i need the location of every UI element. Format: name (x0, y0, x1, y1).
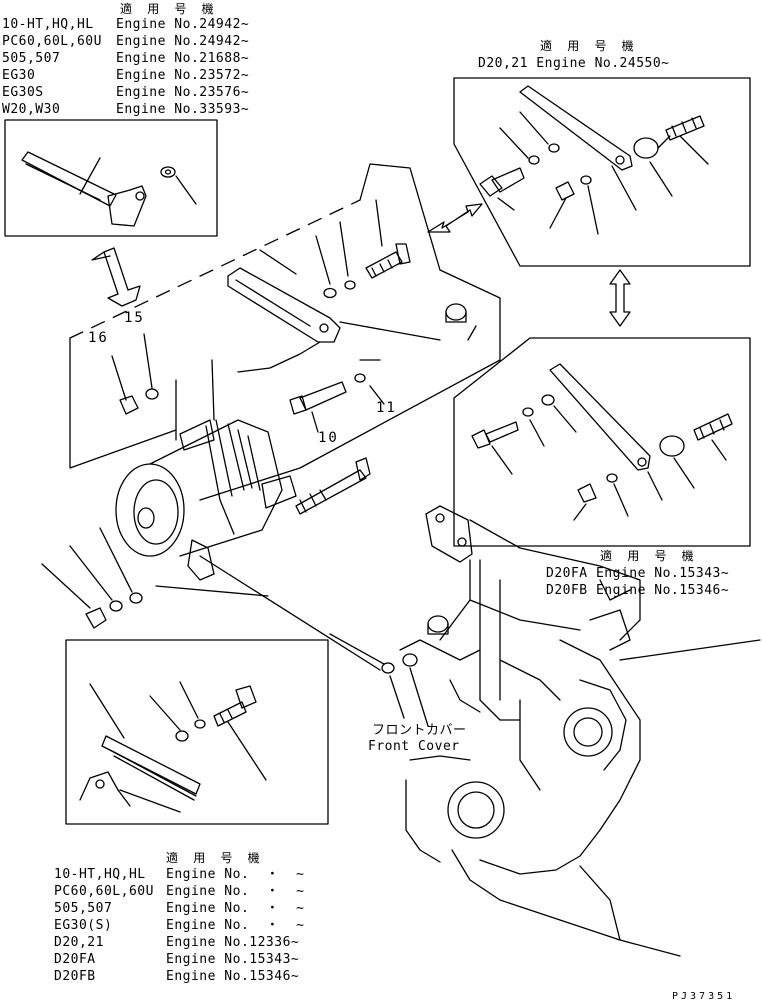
engine-top-left-2: Engine No.24942~ (116, 34, 250, 49)
model-bottom-left-2: PC60,60L,60U (54, 884, 154, 899)
main-exploded-region (69, 163, 501, 515)
engine-bottom-left-1: Engine No. ・ ~ (166, 867, 305, 882)
engine-top-left-4: Engine No.23572~ (116, 68, 250, 83)
front-cover-label-jp: フロントカバー (372, 723, 467, 738)
model-bottom-left-6: D20FA (54, 952, 96, 967)
table-header-top-right: 適 用 号 機 (540, 39, 638, 53)
engine-bottom-left-3: Engine No. ・ ~ (166, 901, 305, 916)
inset-box-top-left (4, 119, 218, 237)
up-arrow (91, 247, 141, 307)
engine-mid-right-1: D20FA Engine No.15343~ (546, 566, 730, 581)
engine-bottom-left-7: Engine No.15346~ (166, 969, 300, 984)
callout-11: 11 (376, 400, 397, 416)
inset-box-mid-right (453, 337, 751, 547)
table-header-mid-right: 適 用 号 機 (600, 549, 698, 563)
model-bottom-left-3: 505,507 (54, 901, 113, 916)
lower-nut-washers (41, 527, 381, 671)
engine-bottom-left-5: Engine No.12336~ (166, 935, 300, 950)
front-cover-label-en: Front Cover (368, 739, 460, 754)
model-top-left-3: 505,507 (2, 51, 61, 66)
table-header-bottom-left: 適 用 号 機 (166, 851, 264, 865)
double-arrow-horizontal (427, 203, 483, 233)
inset-box-bottom-left (65, 639, 329, 825)
engine-bottom-left-4: Engine No. ・ ~ (166, 918, 305, 933)
callout-16: 16 (88, 330, 109, 346)
model-top-left-2: PC60,60L,60U (2, 34, 102, 49)
alternator (115, 359, 297, 581)
inset-box-top-right (453, 77, 751, 267)
drawing-reference-code: PJ37351 (672, 991, 736, 1002)
model-bottom-left-7: D20FB (54, 969, 96, 984)
model-top-left-4: EG30 (2, 68, 36, 83)
model-top-left-1: 10-HT,HQ,HL (2, 17, 94, 32)
front-cover-casting (329, 505, 761, 957)
engine-bottom-left-2: Engine No. ・ ~ (166, 884, 305, 899)
engine-top-left-5: Engine No.23576~ (116, 85, 250, 100)
model-bottom-left-1: 10-HT,HQ,HL (54, 867, 146, 882)
model-top-left-6: W20,W30 (2, 102, 61, 117)
double-arrow-vertical (609, 269, 631, 327)
engine-top-left-6: Engine No.33593~ (116, 102, 250, 117)
engine-top-left-3: Engine No.21688~ (116, 51, 250, 66)
engine-bottom-left-6: Engine No.15343~ (166, 952, 300, 967)
table-header-top-left: 適 用 号 機 (120, 2, 218, 16)
engine-mid-right-2: D20FB Engine No.15346~ (546, 583, 730, 598)
callout-15: 15 (124, 310, 145, 326)
callout-10: 10 (318, 430, 339, 446)
model-bottom-left-5: D20,21 (54, 935, 104, 950)
model-top-left-5: EG30S (2, 85, 44, 100)
engine-top-left-1: Engine No.24942~ (116, 17, 250, 32)
engine-top-right: D20,21 Engine No.24550~ (478, 56, 670, 71)
model-bottom-left-4: EG30(S) (54, 918, 113, 933)
